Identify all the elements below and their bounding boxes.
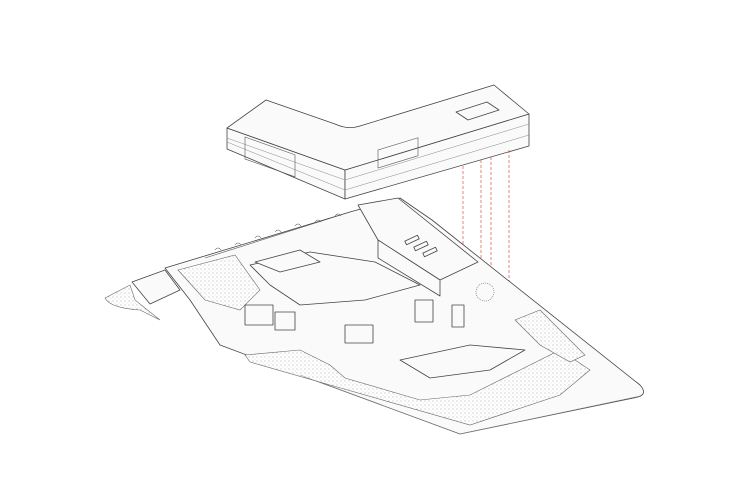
tree — [475, 282, 495, 302]
roof-courtyard-opening — [455, 101, 500, 121]
sunken-stairs — [254, 249, 321, 273]
planting-front — [244, 349, 591, 426]
entry-ramp — [104, 284, 161, 321]
site-ground-level — [104, 197, 644, 435]
planting-left — [177, 254, 261, 311]
planting-right — [514, 309, 586, 363]
roof-skylights — [404, 234, 438, 258]
window-band — [244, 136, 419, 178]
upper-floor-volume — [226, 84, 530, 200]
pavilions — [244, 299, 465, 344]
tree-line — [204, 211, 351, 259]
lawn — [399, 344, 526, 379]
